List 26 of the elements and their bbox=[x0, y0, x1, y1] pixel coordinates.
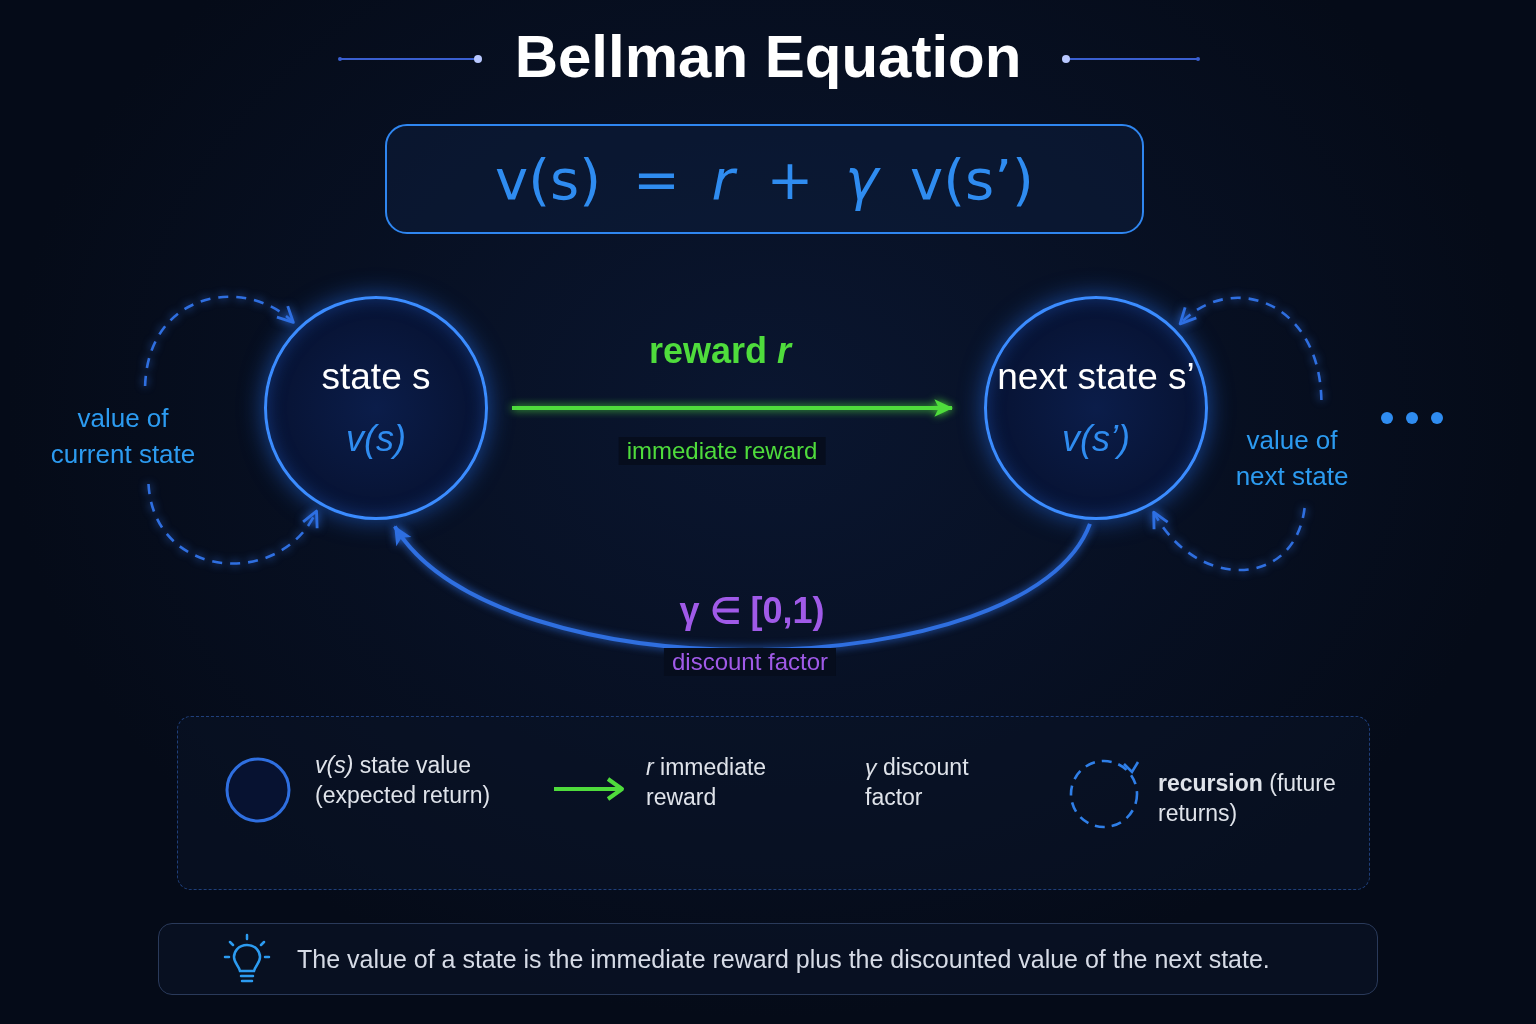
equation-box bbox=[385, 124, 1144, 234]
equation-text: v(s) = r + γ v(s’) bbox=[495, 146, 1034, 212]
dashed-arrow bbox=[147, 483, 318, 565]
note-box bbox=[158, 923, 1378, 995]
state-name: next state s’ bbox=[997, 355, 1195, 399]
loop-label: value of current state bbox=[38, 398, 208, 474]
legend-text: r immediate reward bbox=[646, 753, 768, 812]
dashed-arrow bbox=[1152, 507, 1306, 572]
loop-label: value of next state bbox=[1222, 420, 1362, 496]
state-circle bbox=[984, 296, 1208, 520]
state-circle bbox=[264, 296, 488, 520]
note-text: The value of a state is the immediate reward plus the discounted value of the next state. bbox=[297, 944, 1270, 974]
edge-caption: discount factor bbox=[663, 648, 837, 676]
legend-text: v(s) state value (expected return) bbox=[315, 751, 492, 810]
edge-label: γ ∈ [0,1) bbox=[679, 590, 825, 632]
legend-text: γ discount factor bbox=[865, 753, 970, 812]
state-value: v(s’) bbox=[1062, 417, 1130, 461]
dashed-arrow bbox=[143, 295, 295, 387]
legend-text: recursion (future returns) bbox=[1158, 769, 1337, 828]
state-name: state s bbox=[321, 355, 431, 399]
arrow bbox=[512, 399, 954, 417]
dashed-arrow bbox=[1178, 296, 1323, 401]
title: Bellman Equation bbox=[514, 22, 1022, 92]
edge-label: reward r bbox=[648, 330, 792, 372]
edge-caption: immediate reward bbox=[618, 437, 826, 465]
state-value: v(s) bbox=[346, 417, 406, 461]
